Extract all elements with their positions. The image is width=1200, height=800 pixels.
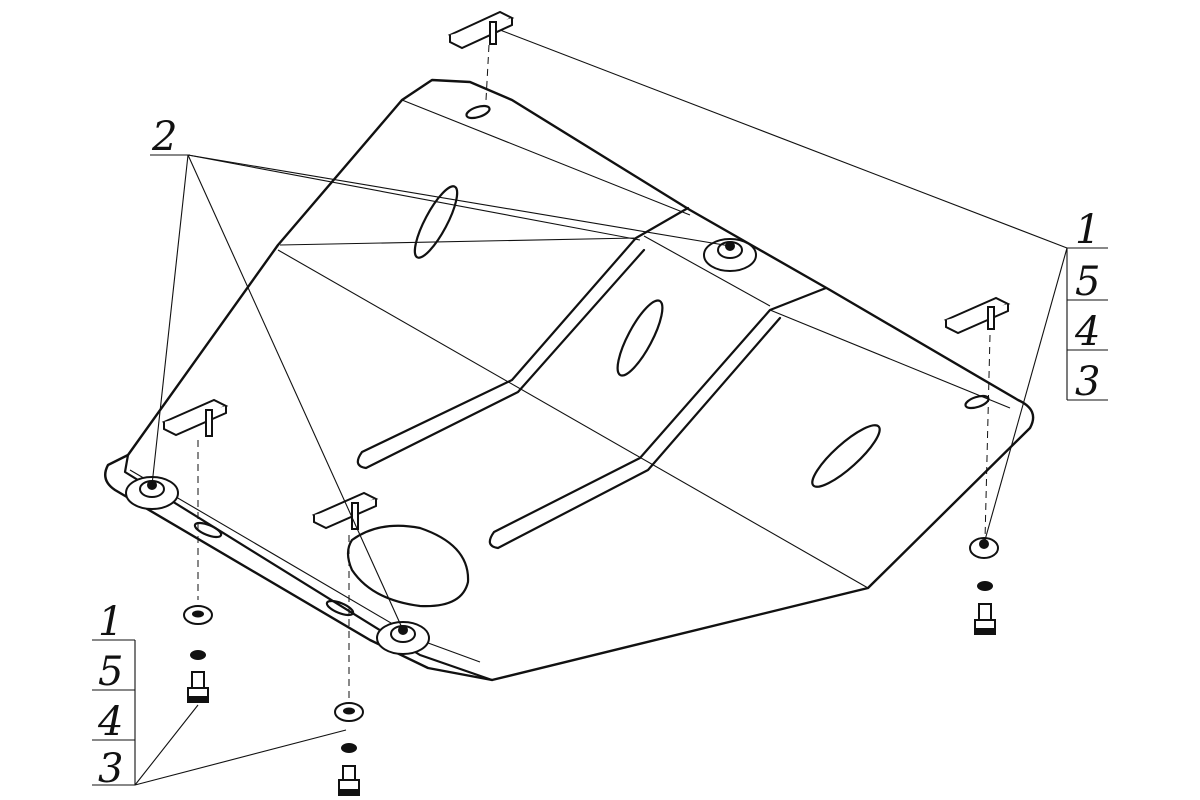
slot-front-right [325, 599, 355, 617]
bracket-clip-right [943, 296, 1011, 335]
bracket-clip-rear [447, 10, 515, 50]
callout-right-3: 3 [1075, 359, 1100, 405]
plate-outline [104, 78, 1035, 682]
bracket-clip-front [311, 491, 379, 530]
bolt [974, 603, 996, 635]
spring-washer [190, 650, 206, 660]
bend-line-right [769, 309, 1011, 409]
fastener-stack-left [183, 605, 213, 703]
bolt [338, 765, 360, 796]
callout-right-1: 1 [1075, 207, 1100, 253]
plate-bushings [125, 238, 999, 655]
callout-left-1: 1 [98, 599, 123, 645]
leader-lines [92, 29, 1108, 786]
bracket-clip-left [161, 398, 229, 437]
slot-center-large [616, 299, 664, 377]
spring-washer [977, 581, 993, 591]
channel-top-edge [643, 235, 771, 307]
callout-right-4: 4 [1074, 309, 1100, 355]
bushing-top [703, 238, 757, 272]
skid-plate [104, 78, 1035, 682]
front-flange-edge [123, 453, 494, 682]
slot-right-large [811, 424, 881, 488]
plate-slots [193, 104, 990, 617]
bushing-front-right [376, 621, 430, 655]
bend-line-middle [277, 249, 869, 589]
fastener-stack-center [334, 702, 364, 796]
washer-hole [343, 707, 355, 715]
callout-2: 2 [151, 114, 177, 160]
spring-washer [341, 743, 357, 753]
callout-left-5: 5 [98, 649, 123, 695]
slot-front-left [193, 521, 223, 539]
bend-line-upper [279, 237, 637, 246]
bolt [187, 671, 209, 703]
slot-left-large [413, 185, 459, 259]
channel-left-rib [356, 206, 690, 470]
bushing-right [969, 537, 999, 559]
assembly-axes [197, 44, 991, 700]
callout-left-4: 4 [97, 699, 123, 745]
fastener-stack-right [974, 581, 996, 635]
bushing-front-left [125, 476, 179, 510]
callout-left-3: 3 [98, 746, 123, 792]
bracket-clips [161, 10, 1011, 530]
washer-hole [192, 610, 204, 618]
bend-line-rear [401, 99, 691, 216]
channel-right-rib [488, 286, 828, 550]
callout-right-5: 5 [1075, 259, 1100, 305]
access-opening [346, 524, 470, 608]
slot-rear-small [465, 104, 491, 120]
callout-labels: 2 1 5 4 3 1 5 4 3 [97, 114, 1100, 792]
